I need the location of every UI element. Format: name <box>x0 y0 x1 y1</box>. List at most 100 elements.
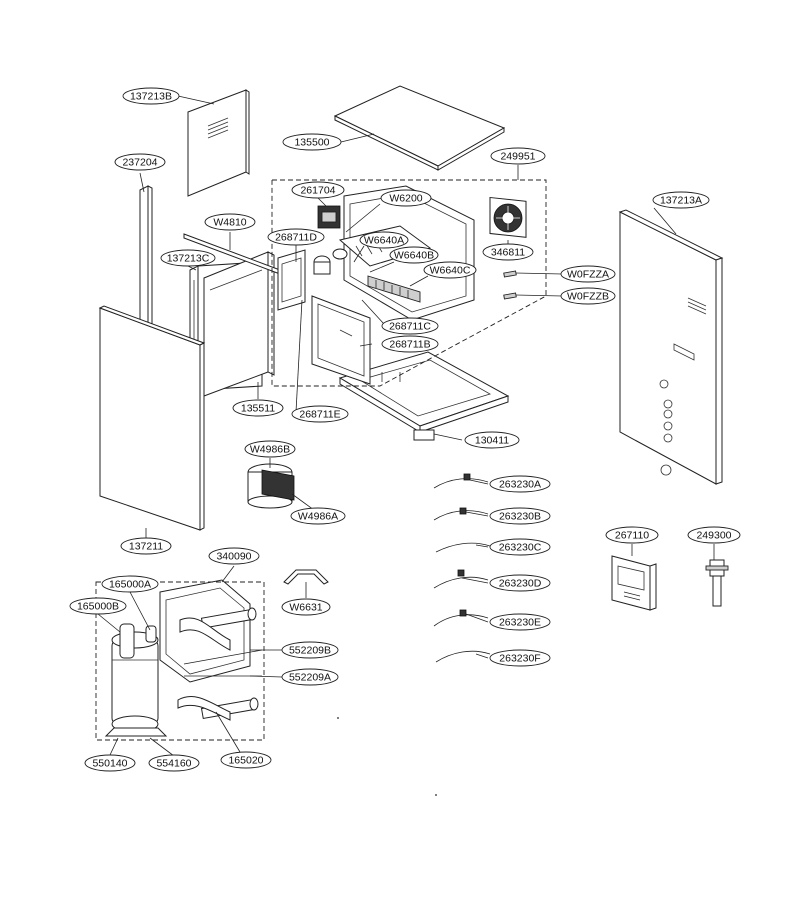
callout-137213a: 137213A <box>652 191 710 209</box>
part-inner-panel-135511 <box>203 251 275 397</box>
callout-oval <box>380 189 432 207</box>
callout-oval <box>482 243 534 261</box>
callout-label: 268711D <box>275 232 317 244</box>
callout-oval <box>244 440 296 458</box>
callout-237204: 237204 <box>114 153 166 171</box>
part-side-panel-137213A <box>618 209 724 485</box>
part-box-W4986 <box>247 463 295 509</box>
callout-oval <box>84 754 136 772</box>
callout-label: 237204 <box>122 157 157 169</box>
callout-oval <box>605 526 659 544</box>
callout-label: 165020 <box>228 755 263 767</box>
callout-oval <box>232 399 284 417</box>
callout-w6640c: W6640C <box>423 261 477 279</box>
part-top-panel-135500 <box>333 85 506 171</box>
callout-label: W0FZZA <box>567 269 609 281</box>
callout-oval <box>489 649 551 667</box>
callout-label: 554160 <box>156 758 191 770</box>
callout-oval <box>281 598 331 616</box>
callout-label: W6640C <box>430 265 471 277</box>
callout-oval <box>69 597 127 615</box>
callout-label: 268711E <box>299 409 340 421</box>
callout-268711c: 268711C <box>381 317 439 335</box>
callout-w4986a: W4986A <box>290 507 346 525</box>
part-bracket-W6631 <box>283 569 329 585</box>
callout-label: 137211 <box>129 541 163 553</box>
stray-dot <box>337 717 339 719</box>
callout-oval <box>687 526 741 544</box>
callout-label: 263230F <box>499 653 540 665</box>
part-fuses-W0FZZ <box>503 270 517 300</box>
callout-w6200: W6200 <box>380 189 432 207</box>
group-box-249951 <box>271 179 547 387</box>
callout-oval <box>489 538 551 556</box>
callout-552209b: 552209B <box>281 641 339 659</box>
part-control-box <box>277 185 475 385</box>
callout-oval <box>464 431 520 449</box>
part-front-panel-137211 <box>98 305 206 531</box>
callout-263230b: 263230B <box>489 507 551 525</box>
callout-label: 249300 <box>696 530 731 542</box>
callout-label: 137213B <box>130 91 172 103</box>
callout-oval <box>281 641 339 659</box>
part-controller-267110 <box>611 555 657 611</box>
callout-263230e: 263230E <box>489 613 551 631</box>
part-fan-346811 <box>489 196 527 238</box>
callout-label: 261704 <box>300 185 335 197</box>
callout-label: 346811 <box>491 247 525 259</box>
callout-249951: 249951 <box>490 147 546 165</box>
callout-130411: 130411 <box>464 431 520 449</box>
callout-oval <box>220 751 272 769</box>
callout-135511: 135511 <box>232 399 284 417</box>
part-base-130411 <box>338 351 510 441</box>
callout-oval <box>208 547 260 565</box>
callout-263230c: 263230C <box>489 538 551 556</box>
callout-w6640b: W6640B <box>389 246 439 264</box>
callout-oval <box>281 668 339 686</box>
callout-oval <box>101 575 159 593</box>
callout-label: W6200 <box>389 193 422 205</box>
callout-label: 263230A <box>499 479 541 491</box>
callout-label: 340090 <box>216 551 251 563</box>
callout-268711d: 268711D <box>267 228 325 246</box>
callout-oval <box>122 87 180 105</box>
callout-263230a: 263230A <box>489 475 551 493</box>
part-panel-137213B <box>187 89 250 197</box>
callout-label: W6631 <box>289 602 322 614</box>
callout-label: 130411 <box>475 435 509 447</box>
callout-label: 267110 <box>615 530 649 542</box>
callout-oval <box>160 249 216 267</box>
callout-label: 268711C <box>389 321 431 333</box>
callout-oval <box>290 507 346 525</box>
callout-label: 552209B <box>289 645 331 657</box>
callout-label: 165000A <box>109 579 151 591</box>
callout-label: 249951 <box>500 151 535 163</box>
callout-165000b: 165000B <box>69 597 127 615</box>
callout-label: 137213C <box>167 253 210 265</box>
callout-267110: 267110 <box>605 526 659 544</box>
callout-label: W4810 <box>213 217 246 229</box>
callout-oval <box>359 231 409 249</box>
callout-w6640a: W6640A <box>359 231 409 249</box>
group-box-340090 <box>95 581 265 741</box>
callout-oval <box>560 265 616 283</box>
callout-oval <box>148 754 200 772</box>
callout-oval <box>652 191 710 209</box>
callout-340090: 340090 <box>208 547 260 565</box>
callout-oval <box>423 261 477 279</box>
part-compressor-assembly <box>104 579 263 737</box>
callout-label: 263230B <box>499 511 541 523</box>
callout-oval <box>489 475 551 493</box>
leader-lines <box>97 95 715 757</box>
part-sensors-263230 <box>433 473 491 663</box>
callout-label: 165000B <box>77 601 119 613</box>
callout-label: 550140 <box>92 758 127 770</box>
callout-oval <box>489 507 551 525</box>
callout-w6631: W6631 <box>281 598 331 616</box>
callout-oval <box>489 574 551 592</box>
callout-label: 263230E <box>499 617 541 629</box>
callout-oval <box>560 287 616 305</box>
callout-label: 137213A <box>660 195 702 207</box>
